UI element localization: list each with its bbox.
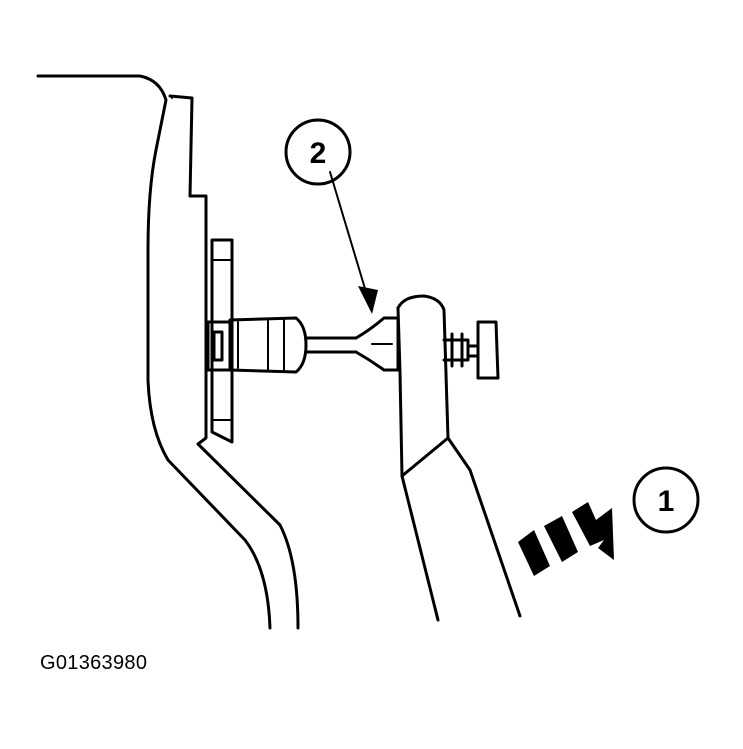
direction-arrow	[518, 502, 614, 576]
callout-1: 1	[632, 466, 700, 534]
door-trim-panel	[36, 74, 300, 630]
figure-id: G01363980	[40, 652, 148, 674]
callout-2-leader	[329, 171, 378, 314]
callout-1-label: 1	[658, 485, 675, 518]
callout-2: 2	[284, 118, 352, 186]
tool-shaft	[304, 316, 400, 372]
trim-removal-tool	[396, 294, 522, 622]
callout-2-label: 2	[310, 137, 327, 170]
clip-retainer	[206, 238, 308, 444]
